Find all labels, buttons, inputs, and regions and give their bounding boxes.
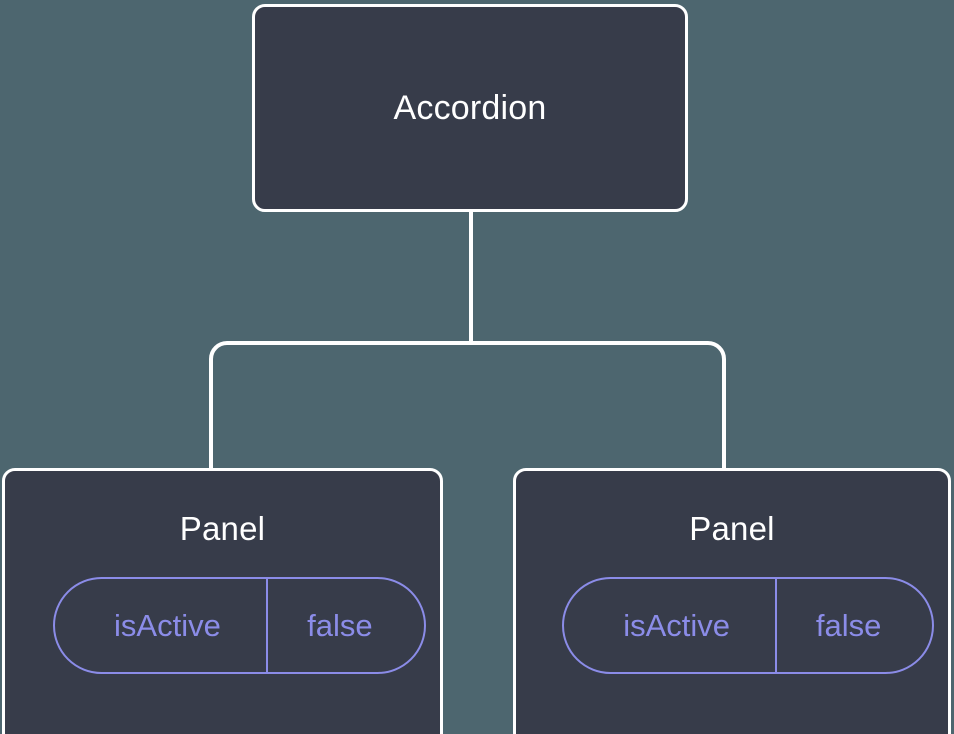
prop-key-left: isActive: [55, 579, 269, 672]
prop-pill-right[interactable]: isActive false: [562, 577, 934, 674]
node-panel-left-title: Panel: [179, 510, 266, 547]
prop-key-right: isActive: [564, 579, 778, 672]
node-panel-left[interactable]: Panel isActive false: [2, 468, 443, 734]
prop-pill-left[interactable]: isActive false: [52, 577, 426, 674]
prop-value-left: false: [307, 608, 373, 643]
node-accordion-title: Accordion: [393, 89, 547, 127]
node-accordion[interactable]: Accordion: [252, 4, 688, 212]
prop-value-right: false: [815, 608, 882, 643]
node-panel-right[interactable]: Panel isActive false: [513, 468, 951, 734]
node-panel-right-title: Panel: [689, 510, 775, 547]
connector-branch-right: [471, 341, 726, 470]
connector-branch-left: [209, 341, 471, 470]
